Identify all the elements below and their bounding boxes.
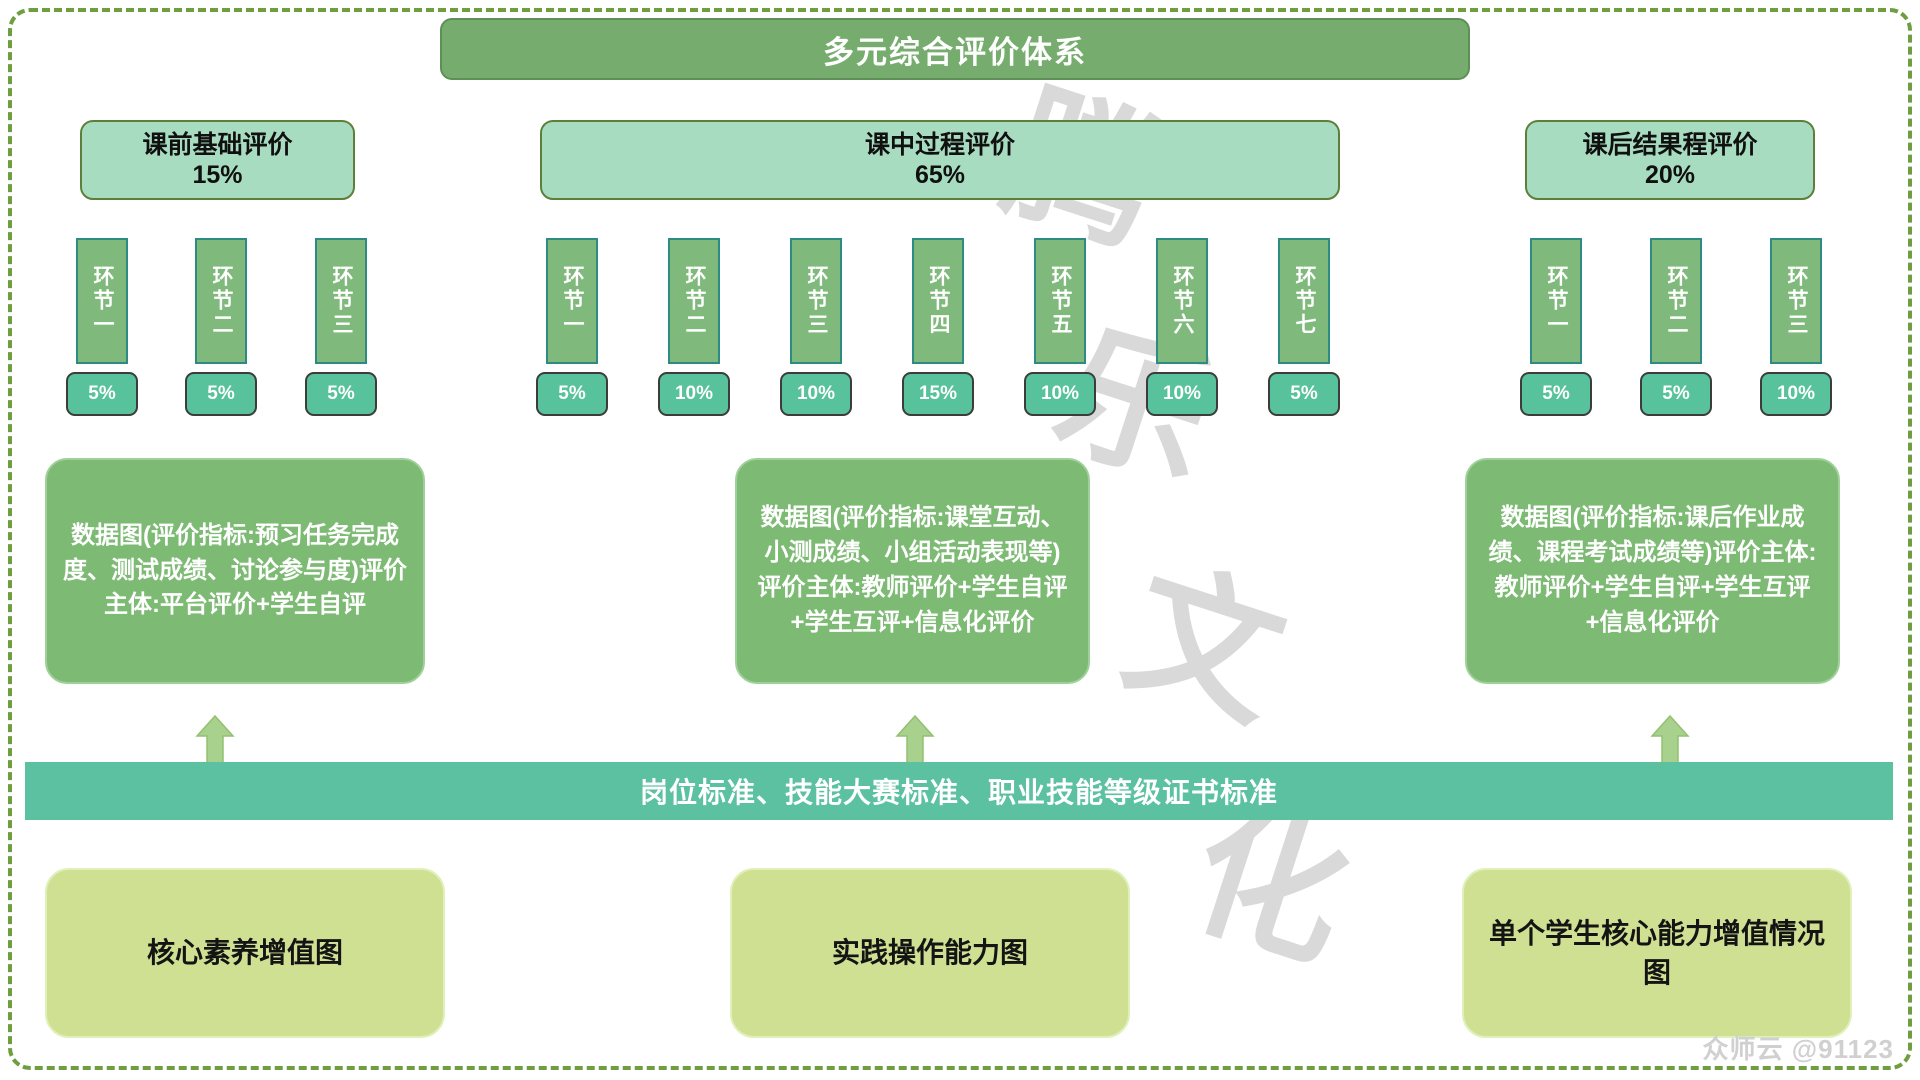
detail-box-post-class: 数据图(评价指标:课后作业成绩、课程考试成绩等)评价主体:教师评价+学生自评+学… xyxy=(1465,458,1840,684)
step-label: 环节三 xyxy=(805,265,829,337)
step-box: 环节五 xyxy=(1034,238,1086,364)
phase-header-post-class: 课后结果程评价 20% xyxy=(1525,120,1815,200)
percent-chip: 5% xyxy=(1268,372,1340,416)
step-box: 环节三 xyxy=(1770,238,1822,364)
percent-chip: 5% xyxy=(305,372,377,416)
percent-chip: 5% xyxy=(185,372,257,416)
percent-chip: 15% xyxy=(902,372,974,416)
percent-chip: 10% xyxy=(1146,372,1218,416)
step-label: 环节一 xyxy=(561,265,585,337)
outcome-box-core-literacy: 核心素养增值图 xyxy=(45,868,445,1038)
step-label: 环节四 xyxy=(927,265,951,337)
phase-weight-post-class: 20% xyxy=(1644,161,1696,189)
step-box: 环节二 xyxy=(1650,238,1702,364)
percent-value: 15% xyxy=(918,383,958,404)
step-box: 环节二 xyxy=(668,238,720,364)
phase-name-post-class: 课后结果程评价 xyxy=(1582,130,1758,159)
phase-weight-pre-class: 15% xyxy=(192,161,243,189)
percent-chip: 10% xyxy=(658,372,730,416)
dashed-frame-border xyxy=(8,8,1912,1070)
step-label: 环节五 xyxy=(1049,265,1073,337)
step-box: 环节三 xyxy=(790,238,842,364)
step-label: 环节一 xyxy=(91,265,115,337)
detail-box-pre-class: 数据图(评价指标:预习任务完成度、测试成绩、讨论参与度)评价主体:平台评价+学生… xyxy=(45,458,425,684)
phase-header-in-class: 课中过程评价 65% xyxy=(540,120,1340,200)
step-box: 环节四 xyxy=(912,238,964,364)
up-arrow-icon xyxy=(895,714,935,765)
step-box: 环节三 xyxy=(315,238,367,364)
outcome-box-practical-skill: 实践操作能力图 xyxy=(730,868,1130,1038)
percent-value: 5% xyxy=(327,383,355,404)
step-label: 环节三 xyxy=(1785,265,1809,337)
percent-value: 10% xyxy=(1040,383,1080,404)
step-label: 环节三 xyxy=(330,265,354,337)
phase-header-pre-class: 课前基础评价 15% xyxy=(80,120,355,200)
up-arrow-icon xyxy=(195,714,235,765)
step-box: 环节二 xyxy=(195,238,247,364)
percent-chip: 10% xyxy=(1024,372,1096,416)
diagram-title: 多元综合评价体系 xyxy=(440,18,1470,80)
percent-value: 10% xyxy=(674,383,714,404)
phase-name-in-class: 课中过程评价 xyxy=(864,130,1015,159)
percent-value: 5% xyxy=(88,383,116,404)
outcome-box-individual-growth: 单个学生核心能力增值情况图 xyxy=(1462,868,1852,1038)
step-box: 环节一 xyxy=(546,238,598,364)
percent-value: 5% xyxy=(207,383,235,404)
step-label: 环节七 xyxy=(1293,265,1317,337)
step-label: 环节一 xyxy=(1545,265,1569,337)
step-box: 环节一 xyxy=(76,238,128,364)
percent-chip: 5% xyxy=(1640,372,1712,416)
percent-chip: 5% xyxy=(66,372,138,416)
percent-chip: 10% xyxy=(1760,372,1832,416)
step-box: 环节七 xyxy=(1278,238,1330,364)
percent-chip: 5% xyxy=(1520,372,1592,416)
step-label: 环节六 xyxy=(1171,265,1195,337)
percent-value: 5% xyxy=(1542,383,1570,404)
up-arrow-icon xyxy=(1650,714,1690,765)
step-label: 环节二 xyxy=(210,265,234,337)
step-label: 环节二 xyxy=(683,265,707,337)
percent-chip: 5% xyxy=(536,372,608,416)
detail-box-in-class: 数据图(评价指标:课堂互动、小测成绩、小组活动表现等)评价主体:教师评价+学生自… xyxy=(735,458,1090,684)
step-label: 环节二 xyxy=(1665,265,1689,337)
credit-watermark: 众师云 @91123 xyxy=(1702,1034,1894,1064)
standards-bar: 岗位标准、技能大赛标准、职业技能等级证书标准 xyxy=(25,762,1893,820)
step-box: 环节六 xyxy=(1156,238,1208,364)
percent-value: 10% xyxy=(1162,383,1202,404)
phase-name-pre-class: 课前基础评价 xyxy=(142,130,293,159)
phase-weight-in-class: 65% xyxy=(914,161,966,189)
step-box: 环节一 xyxy=(1530,238,1582,364)
percent-value: 5% xyxy=(1290,383,1318,404)
percent-value: 5% xyxy=(1662,383,1690,404)
percent-value: 5% xyxy=(558,383,586,404)
percent-value: 10% xyxy=(796,383,836,404)
percent-value: 10% xyxy=(1776,383,1816,404)
percent-chip: 10% xyxy=(780,372,852,416)
